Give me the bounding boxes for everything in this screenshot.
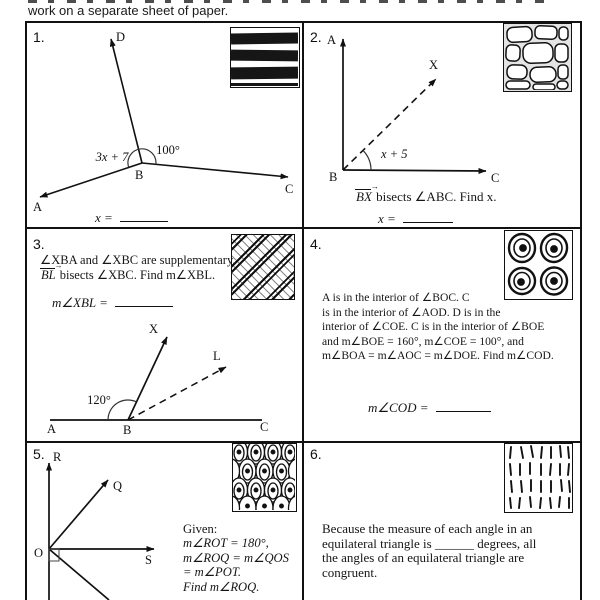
- ray-bx: [127, 336, 168, 421]
- problem-4-number: 4.: [310, 236, 322, 252]
- statement-text: bisects ∠ABC. Find x.: [376, 189, 497, 204]
- answer-blank: [114, 294, 173, 308]
- point-label-a: A: [327, 33, 336, 47]
- point-label-c: C: [285, 182, 293, 196]
- concentric-circles-pattern: [504, 230, 573, 300]
- problem-3-diagram: X L A B C 120°: [47, 322, 268, 437]
- problem-3-line2: BL bisects ∠XBC. Find m∠XBL.: [40, 261, 216, 283]
- answer-label: x =: [95, 210, 113, 226]
- given-line: = m∠POT.: [183, 565, 242, 580]
- point-label-r: R: [53, 450, 62, 464]
- problem-2-number: 2.: [310, 29, 322, 45]
- point-label-q: Q: [113, 479, 122, 493]
- text-line: the angles of an equilateral triangle ar…: [322, 550, 525, 566]
- concentric-circles-art: [507, 232, 569, 296]
- point-label-d: D: [116, 30, 125, 44]
- angle-measure: 100°: [156, 143, 180, 157]
- table-border-right: [579, 21, 582, 600]
- ray-bc: [342, 167, 487, 174]
- point-label-a: A: [33, 200, 42, 214]
- point-label-o: O: [34, 546, 43, 560]
- point-label-b: B: [123, 423, 131, 437]
- problem-3-line1: ∠XBA and ∠XBC are supplementary.: [40, 253, 236, 267]
- text-line: equilateral triangle is ______ degrees, …: [322, 535, 537, 551]
- point-label-x: X: [149, 322, 158, 336]
- answer-blank: [402, 210, 453, 224]
- ray-op: [48, 548, 110, 600]
- ray-ba: [39, 162, 143, 198]
- given-line: m∠ROT = 180°,: [183, 536, 269, 551]
- text-line: Because the measure of each angle in an: [322, 521, 533, 536]
- ray-bl-notation: BL: [40, 261, 62, 283]
- problem-2-answer: x =: [378, 210, 453, 227]
- point-label-s: S: [145, 553, 152, 567]
- ray-bx-notation: BX: [355, 182, 379, 205]
- problem-1-answer: x =: [95, 209, 168, 226]
- answer-blank: [119, 209, 168, 223]
- text-line: m∠BOA = m∠AOC = m∠DOE. Find m∠COD.: [322, 349, 554, 363]
- problem-2-statement: BX bisects ∠ABC. Find x.: [355, 182, 497, 205]
- problem-6-text: Because the measure of each angle in an …: [322, 521, 537, 580]
- problem-2-diagram: A B C X x + 5: [327, 33, 499, 185]
- text-line: is in the interior of ∠AOD. D is in the: [322, 305, 501, 319]
- instruction-text: work on a separate sheet of paper.: [28, 3, 229, 18]
- given-heading: Given:: [183, 522, 218, 536]
- angle-arc: [107, 399, 137, 421]
- vertical-dashes-pattern: [504, 443, 573, 513]
- stone-wall-pattern: [503, 23, 572, 92]
- problem-3-number: 3.: [33, 236, 45, 252]
- angle-arc: [127, 148, 157, 168]
- angle-measure: 120°: [87, 393, 111, 407]
- ray-bl-dashed: [127, 366, 227, 421]
- point-label-c: C: [491, 171, 499, 185]
- point-label-c: C: [260, 420, 268, 434]
- answer-label: m∠XBL =: [52, 295, 108, 311]
- problem-1-diagram: D A B C 3x + 7 100°: [33, 30, 293, 214]
- ray-bc: [141, 162, 289, 180]
- answer-label: m∠COD =: [368, 400, 429, 416]
- point-label-b: B: [329, 170, 337, 184]
- text-line: A is in the interior of ∠BOC. C: [322, 291, 470, 304]
- cropped-text-line: [28, 0, 553, 3]
- horizontal-stripes-art: [230, 32, 299, 86]
- ray-bd: [109, 38, 143, 164]
- problem-4-answer: m∠COD =: [368, 399, 491, 416]
- problem-1-number: 1.: [33, 29, 45, 45]
- text-line: and m∠BOE = 160°, m∠COE = 100°, and: [322, 334, 524, 348]
- point-label-b: B: [135, 168, 143, 182]
- stone-wall-art: [505, 25, 569, 91]
- point-label-x: X: [429, 58, 438, 72]
- fish-scales-pattern: [232, 443, 297, 512]
- angle-expression: 3x + 7: [95, 150, 129, 164]
- problem-5-given: Given: m∠ROT = 180°, m∠ROQ = m∠QOS = m∠P…: [183, 522, 289, 594]
- text-line: interior of ∠COE. C is in the interior o…: [322, 320, 545, 334]
- table-column-divider: [301, 21, 304, 600]
- problem-5-diagram: R Q S O: [34, 450, 155, 600]
- given-line: m∠ROQ = m∠QOS: [183, 550, 289, 565]
- vertical-dashes-art: [509, 445, 571, 509]
- problem-6-number: 6.: [310, 446, 322, 462]
- problem-4-text: A is in the interior of ∠BOC. C is in th…: [322, 291, 554, 364]
- angle-arc: [362, 149, 372, 171]
- fish-scales-art: [233, 444, 296, 511]
- ray-bx-dashed: [342, 78, 437, 171]
- right-angle-marker: [48, 548, 60, 562]
- point-label-l: L: [213, 349, 221, 363]
- answer-label: x =: [378, 211, 396, 227]
- given-line: Find m∠ROQ.: [183, 579, 260, 594]
- point-label-a: A: [47, 422, 56, 436]
- text-line: congruent.: [322, 564, 378, 580]
- horizontal-stripes-pattern: [230, 27, 300, 88]
- diagonal-hatch-pattern: [231, 234, 295, 300]
- table-border-left: [25, 21, 28, 600]
- angle-expression: x + 5: [380, 147, 407, 161]
- problem-3-answer: m∠XBL =: [52, 294, 173, 311]
- answer-blank: [435, 399, 491, 413]
- problem-5-number: 5.: [33, 446, 45, 462]
- ray-oq: [48, 479, 109, 550]
- statement-text: bisects ∠XBC. Find m∠XBL.: [59, 268, 216, 282]
